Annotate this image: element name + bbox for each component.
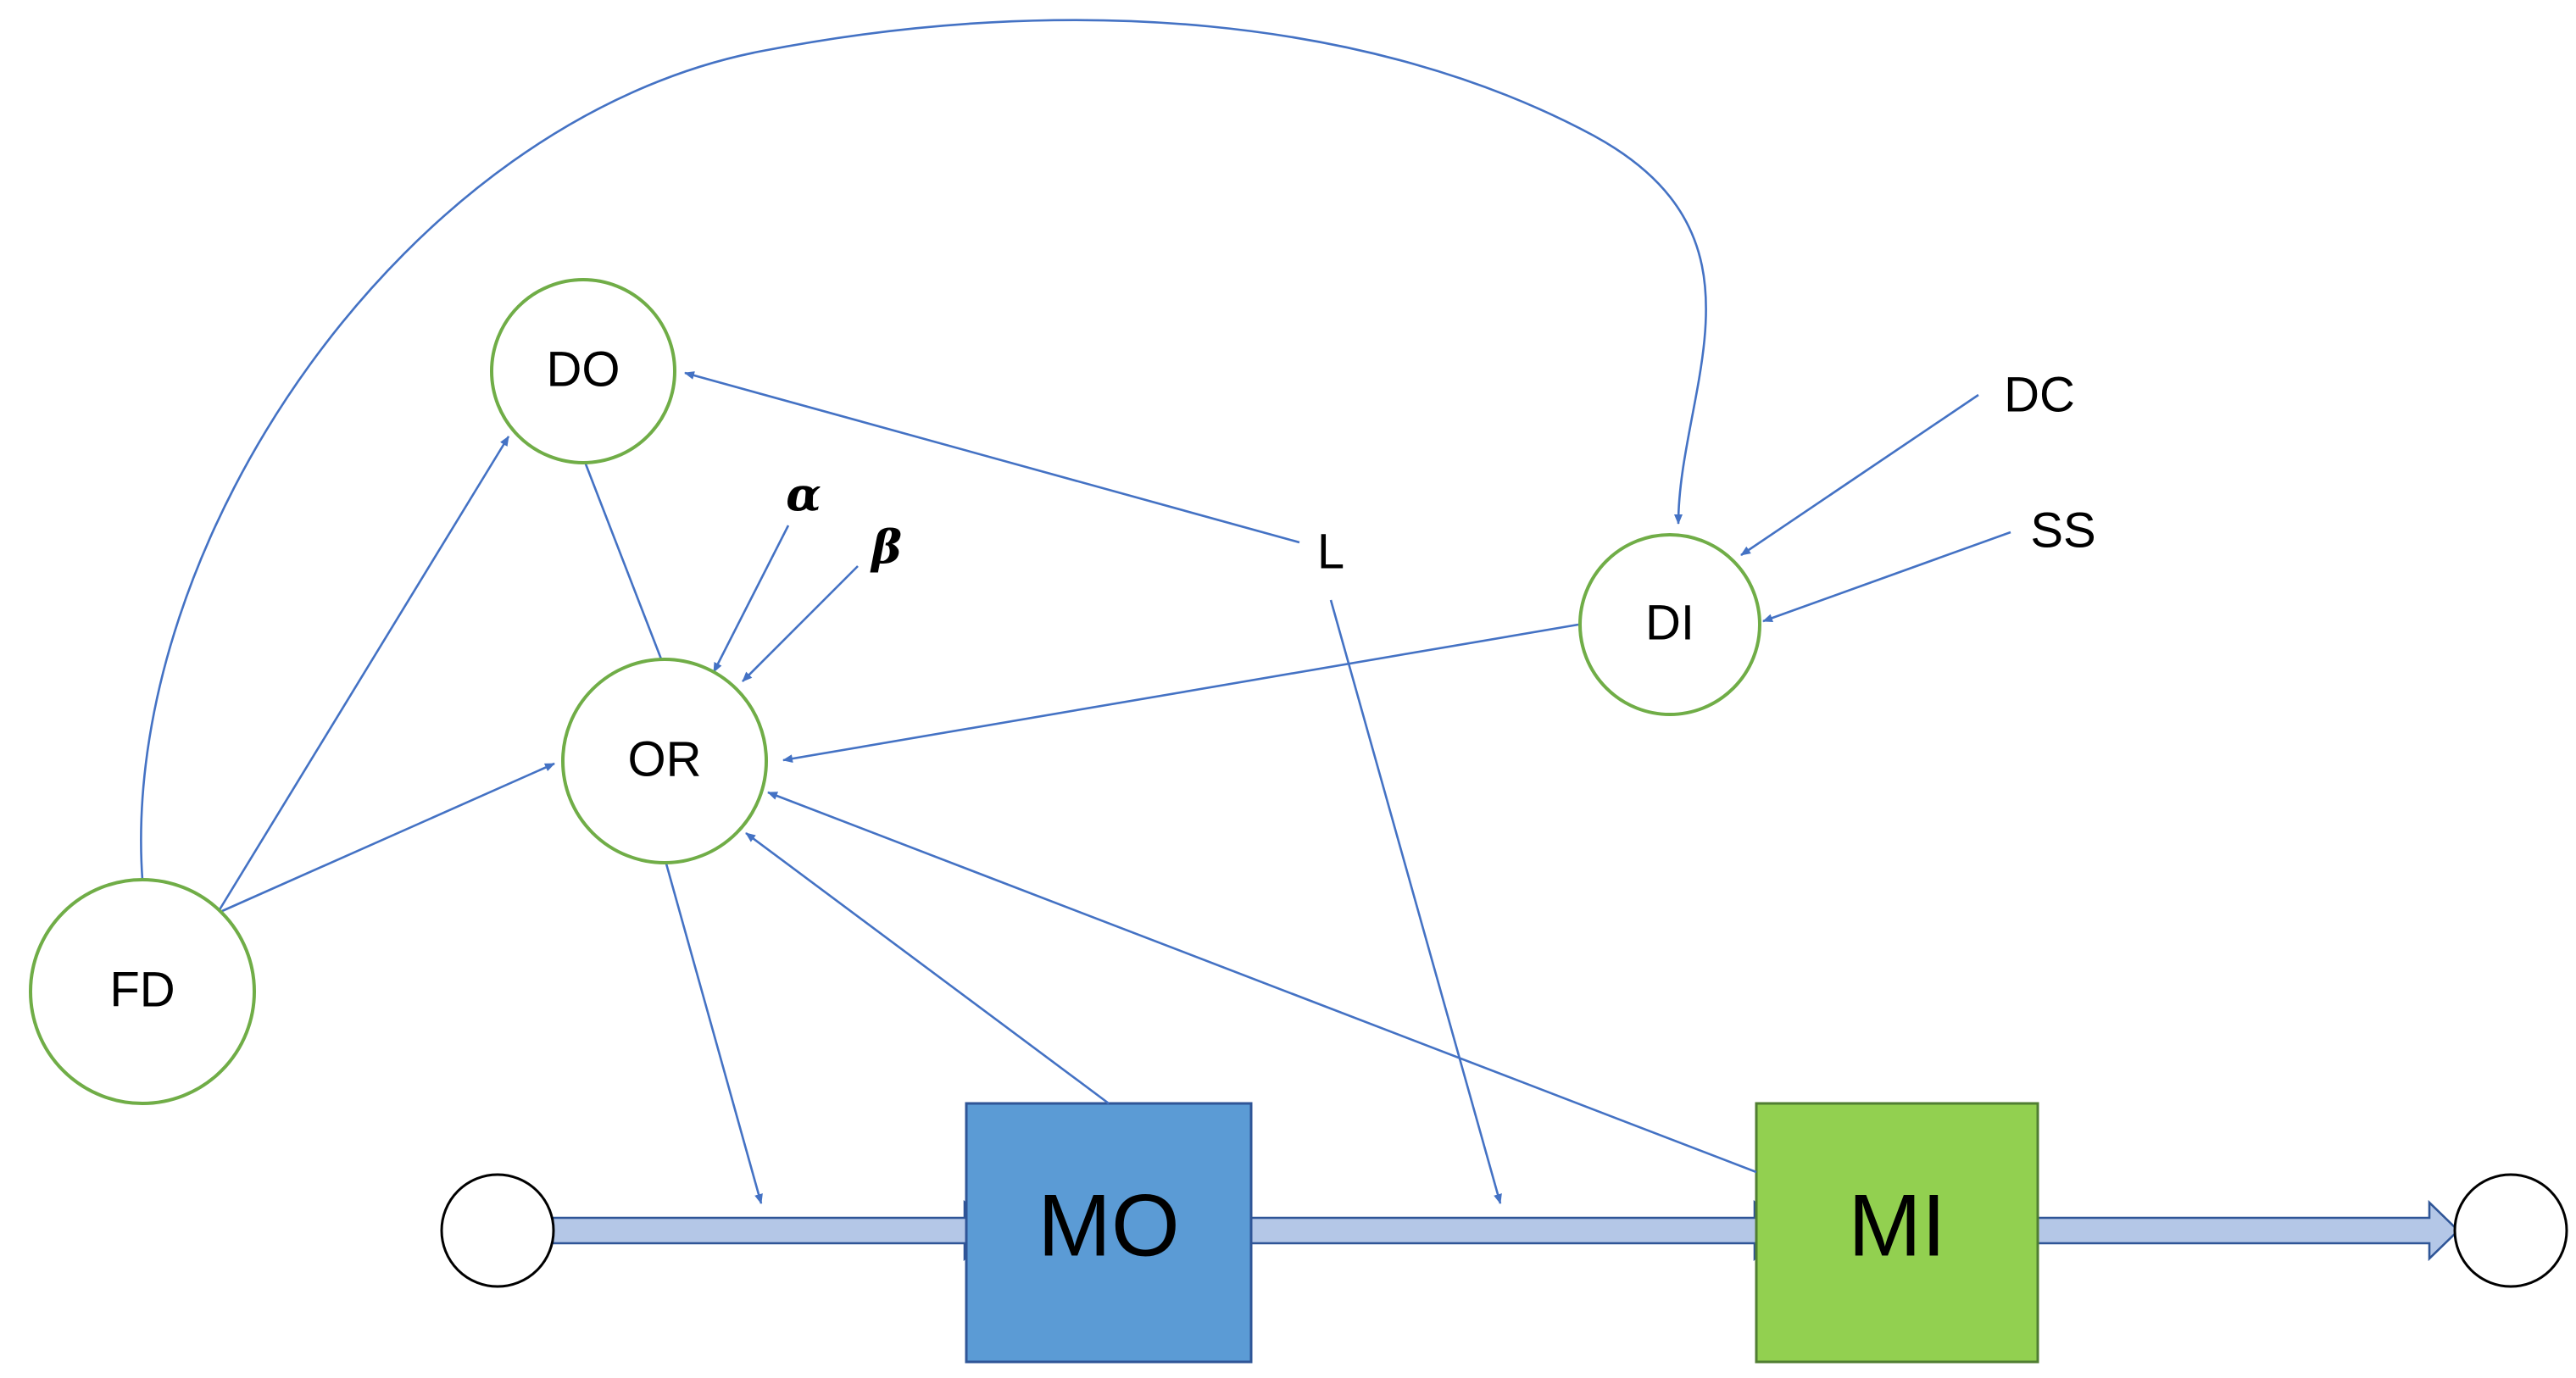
inflow-pipe: [551, 1199, 995, 1262]
outflow-pipe: [2036, 1199, 2460, 1262]
link-alpha-to-or: [712, 525, 790, 673]
link-mo-to-or: [745, 831, 1110, 1105]
variable-do-label: DO: [547, 342, 620, 397]
sink-cloud: [2453, 1173, 2568, 1288]
parameter-l-label: L: [1317, 524, 1344, 579]
variable-or-label: OR: [628, 731, 702, 786]
variable-fd-label: FD: [109, 962, 175, 1017]
stock-mi-box: [1755, 1102, 2039, 1364]
variable-di-label: DI: [1645, 595, 1694, 650]
stock-mo-box: [965, 1102, 1253, 1364]
link-di-to-or: [782, 623, 1579, 764]
link-l-to-transfer: [1329, 599, 1502, 1204]
variable-or-circle: [561, 658, 768, 864]
link-dc-to-di: [1740, 393, 1979, 557]
link-do-to-or: [583, 461, 666, 669]
variable-do-circle: [490, 278, 676, 464]
link-or-to-inflow: [663, 857, 763, 1204]
parameter-beta-label: β: [870, 520, 902, 574]
parameter-dc-label: DC: [2004, 367, 2075, 422]
parameter-ss-label: SS: [2030, 503, 2095, 558]
parameter-alpha-label: α: [786, 467, 821, 521]
link-fd-to-do: [217, 436, 510, 912]
transfer-pipe: [1249, 1199, 1785, 1262]
link-mi-to-or: [767, 791, 1757, 1174]
link-l-to-do: [684, 371, 1300, 544]
source-cloud: [440, 1173, 555, 1288]
link-ss-to-di: [1762, 531, 2011, 623]
stock-mi-label: MI: [1848, 1176, 1946, 1275]
link-fd-to-or: [221, 762, 555, 913]
variable-di-circle: [1578, 533, 1761, 716]
link-beta-to-or: [742, 565, 859, 682]
link-fd-to-di: [140, 19, 1707, 881]
variable-fd-circle: [29, 878, 256, 1105]
stock-mo-label: MO: [1038, 1176, 1180, 1275]
